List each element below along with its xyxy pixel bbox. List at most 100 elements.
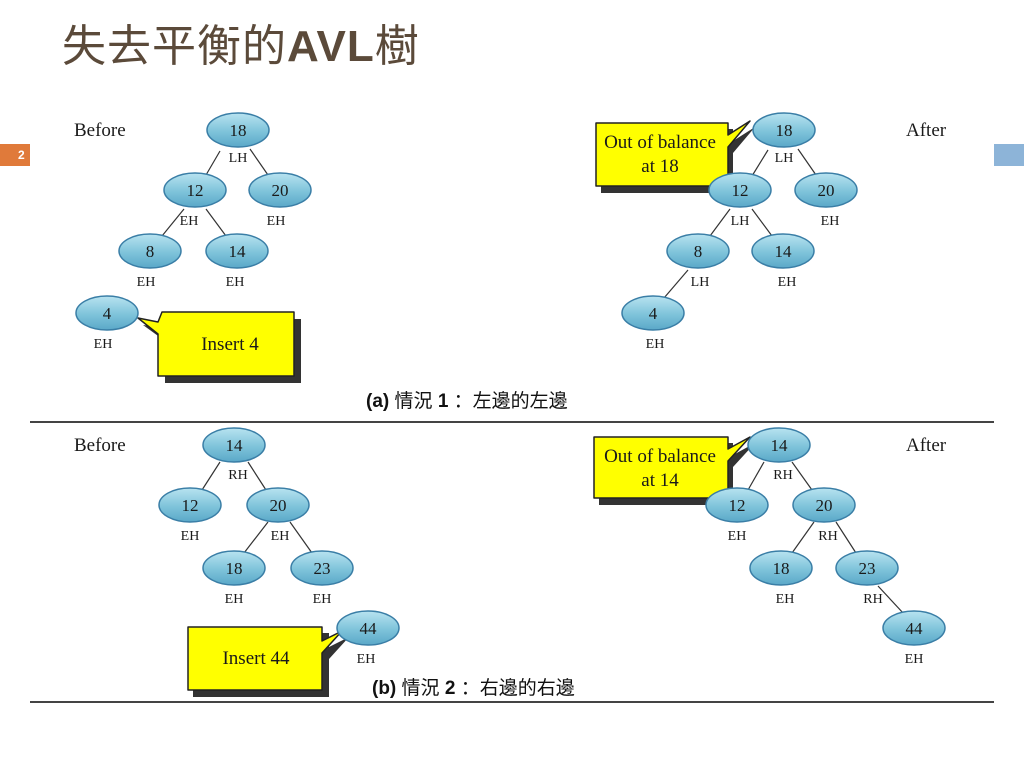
caption-b-tag: (b) <box>372 678 397 699</box>
panel_a-before-edge-12-8 <box>161 208 185 237</box>
insert-4-text: Insert 4 <box>201 334 259 355</box>
node-balance: EH <box>137 275 156 290</box>
panel_a-after-edge-12-8 <box>709 208 731 237</box>
node-key: 44 <box>906 619 924 638</box>
node-ellipse <box>163 172 227 208</box>
caption-b-zh2: ：右邊的右邊 <box>460 677 575 699</box>
caption-b-zh1: 情況 <box>401 677 440 699</box>
panel_a-after-edge-8-4 <box>663 269 689 299</box>
node-key: 18 <box>773 559 790 578</box>
panel_a-after-node-8: 8LH <box>666 233 730 290</box>
panel_b-after-edge-14-12 <box>747 461 765 491</box>
node-ellipse <box>794 172 858 208</box>
node-balance: EH <box>94 337 113 352</box>
panel_b-after-edge-20-18 <box>791 521 815 554</box>
panel-b-after-label: After <box>906 435 947 456</box>
node-key: 18 <box>230 121 247 140</box>
panel_a-before-edge-18-20 <box>249 148 269 176</box>
panel_b-after-edge-14-20 <box>791 461 813 491</box>
node-key: 14 <box>771 436 789 455</box>
node-ellipse <box>792 487 856 523</box>
insert-4-callout: Insert 4 <box>137 311 301 383</box>
node-balance: LH <box>775 151 794 166</box>
node-balance: EH <box>267 214 286 229</box>
caption-a-zh1: 情況 <box>394 390 433 412</box>
insert-44-text: Insert 44 <box>222 648 290 669</box>
insert-44-callout: Insert 44 <box>187 626 349 697</box>
node-key: 23 <box>314 559 331 578</box>
node-balance: LH <box>731 214 750 229</box>
node-balance: EH <box>225 592 244 607</box>
node-key: 12 <box>732 181 749 200</box>
out-18-line1: Out of balance <box>604 132 716 153</box>
node-ellipse <box>835 550 899 586</box>
panel_a-before-node-8: 8EH <box>118 233 182 290</box>
node-ellipse <box>206 112 270 148</box>
node-key: 14 <box>229 242 247 261</box>
panel_b-after-edge-20-23 <box>835 521 857 554</box>
node-balance: EH <box>778 275 797 290</box>
caption-b: (b) 情況 2 ：右邊的右邊 <box>372 673 575 700</box>
node-key: 12 <box>187 181 204 200</box>
node-balance: RH <box>818 529 837 544</box>
node-ellipse <box>202 550 266 586</box>
panel_b-before-edge-20-18 <box>243 521 269 554</box>
panel_a-after-edge-18-12 <box>751 149 769 177</box>
node-ellipse <box>248 172 312 208</box>
caption-a-num: 1 <box>437 391 449 412</box>
panel_a-before-edge-18-12 <box>205 150 221 176</box>
node-balance: EH <box>728 529 747 544</box>
caption-a: (a) 情況 1 ：左邊的左邊 <box>366 386 568 413</box>
slide-number-badge: 2 <box>0 144 30 166</box>
panel_b-before-edge-20-23 <box>289 521 313 554</box>
node-ellipse <box>751 233 815 269</box>
node-ellipse <box>75 295 139 331</box>
panel_a-after-edge-12-14 <box>751 208 773 237</box>
node-ellipse <box>290 550 354 586</box>
node-ellipse <box>158 487 222 523</box>
caption-a-tag: (a) <box>366 391 390 412</box>
node-balance: EH <box>905 652 924 667</box>
node-balance: EH <box>313 592 332 607</box>
node-key: 12 <box>182 496 199 515</box>
node-balance: EH <box>646 337 665 352</box>
title-en-part: AVL <box>287 22 375 71</box>
node-key: 23 <box>859 559 876 578</box>
node-key: 20 <box>270 496 287 515</box>
node-balance: RH <box>773 468 792 483</box>
panel_b-before-edge-14-12 <box>201 461 221 491</box>
node-key: 8 <box>694 242 703 261</box>
node-balance: EH <box>271 529 290 544</box>
node-balance: EH <box>180 214 199 229</box>
caption-b-num: 2 <box>444 678 456 699</box>
panel-a-after-label: After <box>906 120 947 141</box>
node-ellipse <box>205 233 269 269</box>
node-balance: RH <box>863 592 882 607</box>
node-ellipse <box>752 112 816 148</box>
node-key: 4 <box>649 304 658 323</box>
node-balance: EH <box>181 529 200 544</box>
node-balance: LH <box>229 151 248 166</box>
out-18-line2: at 18 <box>641 156 678 177</box>
panel_a-before-edge-12-14 <box>205 208 227 237</box>
panel_a-after-node-4: 4EH <box>621 295 685 352</box>
node-ellipse <box>118 233 182 269</box>
title-zh-part2: 樹 <box>374 21 420 72</box>
node-key: 20 <box>272 181 289 200</box>
node-key: 20 <box>818 181 835 200</box>
node-ellipse <box>246 487 310 523</box>
node-ellipse <box>666 233 730 269</box>
node-balance: EH <box>776 592 795 607</box>
slide-title: 失去平衡的AVL樹 <box>62 10 420 74</box>
